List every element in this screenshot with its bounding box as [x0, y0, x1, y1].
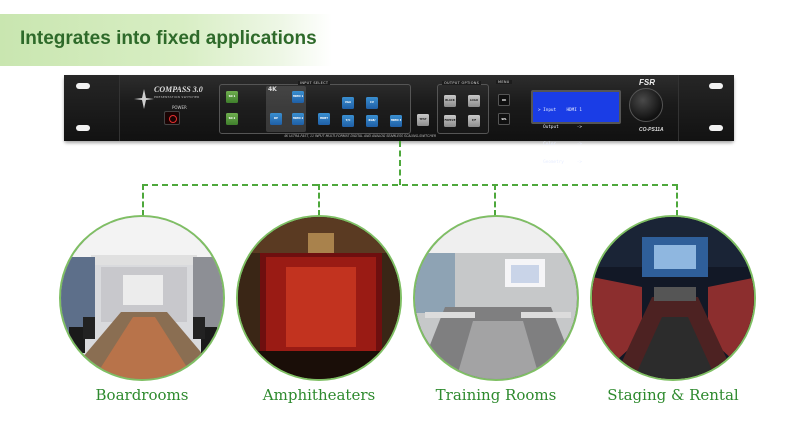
hdbt-button[interactable]: HDBT — [318, 113, 330, 125]
lcd-line: Output -> — [538, 124, 582, 130]
logo-button[interactable]: LOGO — [468, 95, 480, 107]
device-tagline: 4K ULTRA-FAST, 11 INPUT MULTI-FORMAT DIG… — [284, 134, 437, 138]
connector-line — [142, 184, 144, 216]
connector-line — [494, 184, 496, 216]
brand-name: COMPASS 3.0 — [154, 85, 203, 94]
dp-button[interactable]: DP — [270, 113, 282, 125]
hdmi2-button[interactable]: HDMI 2 — [292, 113, 304, 125]
lcd-display: > Input HDMI 1 Output -> Color -> Geomet… — [531, 90, 621, 165]
sd2-button[interactable]: SD 2 — [226, 113, 238, 125]
input-select-panel: INPUT SELECT SD 1 SD 2 4K HDMI 1 DP HDMI… — [219, 81, 411, 134]
amphitheater-photo — [236, 215, 402, 381]
sel-button[interactable]: SEL — [498, 113, 510, 125]
sd1-button[interactable]: SD 1 — [226, 91, 238, 103]
rack-slot — [709, 83, 723, 89]
boardroom-photo — [59, 215, 225, 381]
output-options-panel: OUTPUT OPTIONS BLACK LOGO FREEZE P/F — [437, 81, 489, 134]
rack-ear-left — [64, 75, 120, 141]
staging-rental-label: Staging & Rental — [607, 386, 739, 404]
lcd-line: > Input HDMI 1 — [538, 107, 582, 113]
hdmi3-button[interactable]: HDMI 3 — [390, 115, 402, 127]
compass-icon — [134, 89, 154, 109]
staging-photo — [590, 215, 756, 381]
power-label: POWER — [172, 105, 187, 110]
training-room-photo — [413, 215, 579, 381]
boardrooms-label: Boardrooms — [95, 386, 189, 404]
presentation-switcher-device: COMPASS 3.0 PRESENTATION SWITCHER POWER … — [64, 75, 734, 165]
menu-label: MENU — [496, 80, 512, 84]
cv-button[interactable]: CV — [366, 97, 378, 109]
rgb-button[interactable]: RGB/ YPbPr — [366, 115, 378, 127]
connector-line — [142, 184, 678, 186]
fsr-logo: FSR — [639, 78, 655, 87]
output-options-label: OUTPUT OPTIONS — [442, 81, 482, 85]
input-select-label: INPUT SELECT — [298, 81, 331, 85]
lcd-line: Color -> — [538, 142, 582, 148]
model-number: CO-PS11A — [639, 127, 664, 133]
training-rooms-label: Training Rooms — [435, 386, 557, 404]
yc-button[interactable]: Y/C — [342, 115, 354, 127]
brand-subtitle: PRESENTATION SWITCHER — [154, 95, 200, 99]
rack-slot — [76, 83, 90, 89]
menu-knob[interactable] — [629, 88, 663, 122]
lcd-line: Geometry -> — [538, 159, 582, 165]
ok-button[interactable]: OK — [498, 94, 510, 106]
page-title: Integrates into fixed applications — [20, 28, 317, 49]
heading-banner — [0, 14, 332, 66]
vga-button[interactable]: VGA — [342, 97, 354, 109]
connector-line — [318, 184, 320, 216]
rack-slot — [709, 125, 723, 131]
4k-label: 4K — [268, 86, 277, 93]
connector-line — [399, 141, 401, 185]
power-button[interactable] — [164, 111, 180, 125]
hdmi1-button[interactable]: HDMI 1 — [292, 91, 304, 103]
amphitheaters-label: Amphitheaters — [262, 386, 376, 404]
rack-slot — [76, 125, 90, 131]
rack-ear-right — [678, 75, 734, 141]
pip-button[interactable]: P/F — [468, 115, 480, 127]
freeze-button[interactable]: FREEZE — [444, 115, 456, 127]
connector-line — [676, 184, 678, 216]
black-button[interactable]: BLACK — [444, 95, 456, 107]
test-button[interactable]: TEST DEC — [417, 114, 429, 126]
